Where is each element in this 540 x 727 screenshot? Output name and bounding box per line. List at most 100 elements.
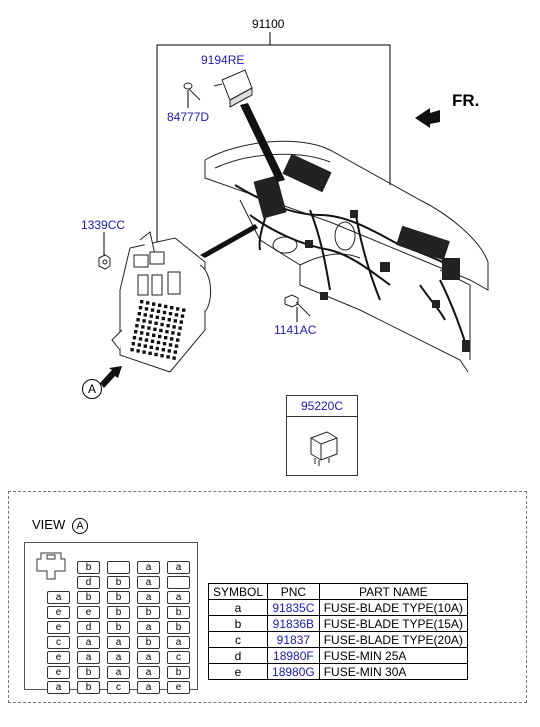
junction-grid-cell xyxy=(136,349,140,353)
fuse-slot: a xyxy=(137,651,160,664)
junction-grid-cell xyxy=(161,348,165,352)
junction-grid-cell xyxy=(172,325,176,329)
fuse-slot: a xyxy=(137,666,160,679)
junction-grid-cell xyxy=(143,313,147,317)
callout-leaders xyxy=(103,90,298,322)
fuse-slot: d xyxy=(77,621,100,634)
junction-grid-cell xyxy=(173,350,177,354)
junction-grid-cell xyxy=(141,325,145,329)
cell-symbol: c xyxy=(207,631,269,648)
fuse-slot: a xyxy=(167,636,190,649)
cell-symbol: d xyxy=(207,647,269,664)
callout-screw: 84777D xyxy=(167,110,210,124)
cell-symbol: e xyxy=(207,663,269,680)
junction-grid-cell xyxy=(138,306,143,310)
junction-grid-cell xyxy=(137,343,141,347)
fuse-slot: a xyxy=(137,576,160,589)
cell-part-name: FUSE-BLADE TYPE(20A) xyxy=(318,631,468,648)
junction-grid-cell xyxy=(170,306,174,310)
junction-grid-cell xyxy=(155,315,159,319)
fuse-slot: a xyxy=(137,561,160,574)
table-row: a 91835C FUSE-BLADE TYPE(10A) xyxy=(207,599,468,616)
view-title-text: VIEW xyxy=(32,517,66,532)
fuse-slot xyxy=(107,561,130,574)
cell-pnc[interactable]: 18980F xyxy=(267,647,320,664)
junction-grid-cell xyxy=(172,356,176,360)
junction-grid-cell xyxy=(149,314,153,318)
cell-pnc[interactable]: 91835C xyxy=(267,599,320,616)
junction-grid-cell xyxy=(131,342,135,346)
cell-symbol: b xyxy=(207,615,269,632)
junction-grid-cell xyxy=(138,337,143,341)
callout-assembly: 91100 xyxy=(252,17,285,31)
cell-pnc[interactable]: 91836B xyxy=(267,615,320,632)
view-a-title: VIEW A xyxy=(32,517,88,534)
junction-grid-cell xyxy=(154,321,158,325)
callout-nut: 1339CC xyxy=(81,218,126,232)
fuse-slot: a xyxy=(77,636,100,649)
junction-grid-cell xyxy=(137,312,141,316)
fuse-slot: a xyxy=(167,561,190,574)
junction-grid-cell xyxy=(142,319,146,323)
fuse-slot: a xyxy=(107,636,130,649)
fuse-slot: b xyxy=(167,666,190,679)
junction-grid-cell xyxy=(173,319,177,323)
junction-grid-cell xyxy=(168,343,173,347)
junction-grid-cell xyxy=(155,346,159,351)
fuse-slot: a xyxy=(107,666,130,679)
fuse-slot: b xyxy=(77,561,100,574)
junction-grid-cell xyxy=(171,331,175,335)
junction-grid-cell xyxy=(174,313,179,317)
fuse-slot: b xyxy=(107,591,130,604)
junction-grid-cell xyxy=(180,314,185,318)
fuse-slot: a xyxy=(47,681,70,694)
view-marker: A xyxy=(82,379,102,399)
junction-grid-cell xyxy=(160,322,164,327)
fuse-slot: e xyxy=(167,681,190,694)
header-symbol: SYMBOL xyxy=(207,583,269,600)
table-row: b 91836B FUSE-BLADE TYPE(15A) xyxy=(207,615,468,632)
junction-grid-cell xyxy=(161,316,165,321)
junction-grid-cell xyxy=(148,320,152,324)
cell-pnc[interactable]: 18980G xyxy=(267,663,320,680)
junction-grid-cell xyxy=(165,330,169,334)
junction-grid-cell xyxy=(158,303,162,307)
fuse-slot: b xyxy=(107,576,130,589)
fuse-slot: e xyxy=(47,621,70,634)
front-direction-label: FR. xyxy=(452,91,480,110)
fuse-slot: d xyxy=(77,576,100,589)
junction-grid-cell xyxy=(146,332,150,336)
junction-grid-cell xyxy=(135,324,139,328)
junction-grid-cell xyxy=(179,320,183,324)
junction-grid-cell xyxy=(170,337,174,341)
cell-part-name: FUSE-BLADE TYPE(10A) xyxy=(318,599,468,616)
junction-grid-cell xyxy=(164,304,168,309)
fuse-slot: b xyxy=(77,666,100,679)
callout-relay: 95220C xyxy=(300,399,344,413)
leader-strokes xyxy=(200,103,285,258)
fuse-slot: b xyxy=(107,606,130,619)
screw xyxy=(183,82,201,101)
wiring-diagram xyxy=(98,32,489,388)
junction-grid-cell xyxy=(143,344,147,348)
fuse-slot: b xyxy=(137,606,160,619)
front-arrow-icon xyxy=(415,108,440,128)
fuse-slot: e xyxy=(47,666,70,679)
fuse-slot: b xyxy=(77,591,100,604)
junction-grid-cell xyxy=(166,355,170,359)
fuse-slot: b xyxy=(107,621,130,634)
cell-pnc[interactable]: 91837 xyxy=(267,631,320,648)
fuse-slot: c xyxy=(107,681,130,694)
junction-grid-cell xyxy=(177,332,181,336)
junction-grid-cell xyxy=(148,351,152,355)
fuse-slot: b xyxy=(167,621,190,634)
cell-part-name: FUSE-BLADE TYPE(15A) xyxy=(318,615,468,632)
fuse-slot: a xyxy=(47,591,70,604)
junction-grid-cell xyxy=(164,336,168,340)
parts-table-header: SYMBOL PNC PART NAME xyxy=(207,583,468,600)
fuse-grid-pattern xyxy=(130,300,186,360)
junction-grid-cell xyxy=(154,352,158,357)
fuse-slot: a xyxy=(137,681,160,694)
view-a-panel xyxy=(8,491,527,703)
